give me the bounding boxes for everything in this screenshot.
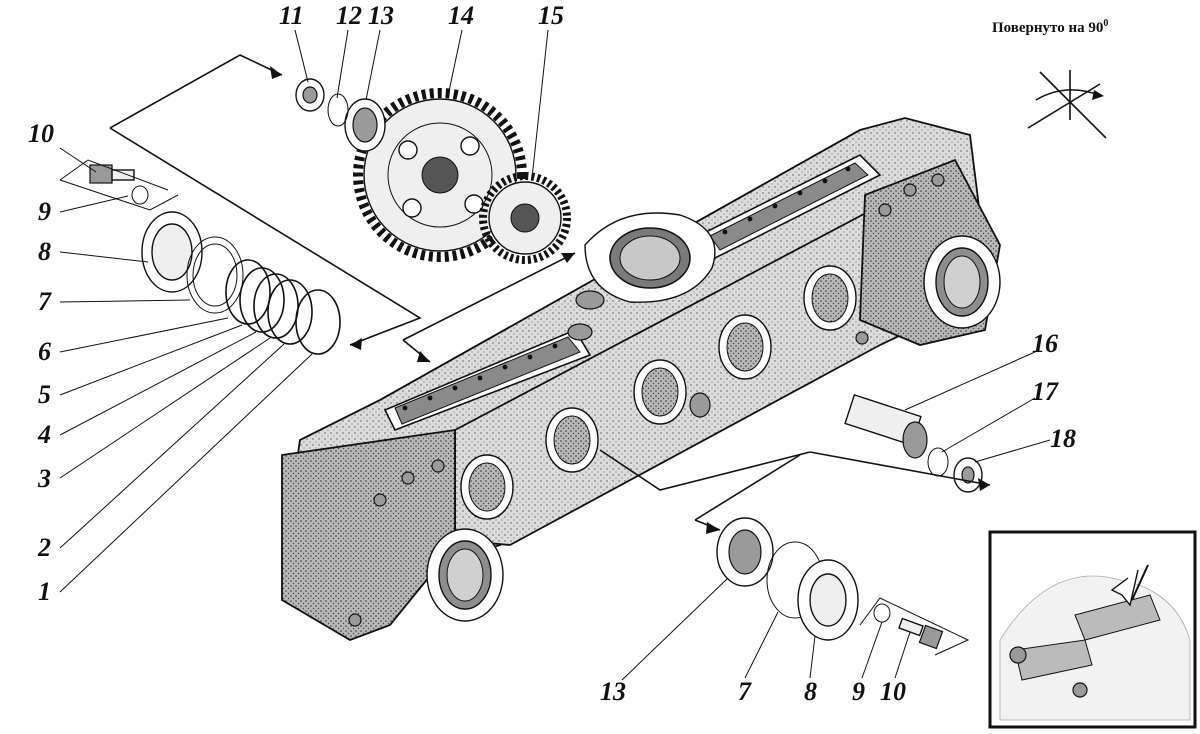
nut-11 bbox=[295, 78, 325, 112]
callout-17: 17 bbox=[1032, 377, 1059, 406]
top-cover-opening-left bbox=[383, 328, 592, 432]
gear-14 bbox=[353, 88, 527, 262]
bearing-13-bottom bbox=[716, 517, 774, 587]
callout-3: 3 bbox=[37, 464, 51, 493]
callout-4: 4 bbox=[37, 420, 51, 449]
cover-8-left bbox=[141, 211, 203, 293]
circlip-17 bbox=[927, 447, 949, 477]
right-axle-bore bbox=[923, 235, 1001, 329]
washer-9-bottom bbox=[873, 603, 891, 623]
seal-pack-1-6 bbox=[225, 259, 341, 355]
rotation-note: Повернуто на 900 bbox=[992, 18, 1108, 37]
callout-6: 6 bbox=[38, 337, 51, 366]
plug-hole bbox=[567, 323, 593, 341]
callout-12: 12 bbox=[336, 1, 362, 30]
gear-15 bbox=[479, 172, 571, 264]
callout-11: 11 bbox=[279, 1, 304, 30]
callout-13-bottom: 13 bbox=[600, 677, 626, 706]
callout-labels: 11 12 13 14 15 10 9 8 7 6 5 4 3 2 1 16 1… bbox=[28, 1, 1076, 706]
bolt-10-left bbox=[89, 164, 149, 205]
side-bearing-bores bbox=[460, 265, 857, 520]
callout-7-bottom: 7 bbox=[738, 677, 752, 706]
callout-9-bottom: 9 bbox=[852, 677, 865, 706]
callout-8-bottom: 8 bbox=[804, 677, 817, 706]
left-axle-bore bbox=[426, 528, 504, 622]
callout-10: 10 bbox=[28, 119, 54, 148]
callout-13: 13 bbox=[368, 1, 394, 30]
callout-1: 1 bbox=[38, 577, 51, 606]
callout-14: 14 bbox=[448, 1, 474, 30]
callout-18: 18 bbox=[1050, 424, 1076, 453]
callout-15: 15 bbox=[538, 1, 564, 30]
inset-locator-view bbox=[988, 530, 1197, 729]
rotation-symbol bbox=[1027, 70, 1107, 139]
callout-5: 5 bbox=[38, 380, 51, 409]
callout-2: 2 bbox=[37, 533, 51, 562]
callout-7: 7 bbox=[38, 287, 52, 316]
gearbox-housing bbox=[281, 117, 1001, 641]
callout-10-bottom: 10 bbox=[880, 677, 906, 706]
leader-lines bbox=[59, 29, 1051, 681]
top-flange bbox=[584, 212, 716, 303]
rotation-note-text: Повернуто на 90 bbox=[992, 20, 1104, 36]
top-cover-opening-right bbox=[698, 154, 882, 260]
retainer-ring-12 bbox=[327, 93, 349, 127]
callout-9: 9 bbox=[38, 197, 51, 226]
callout-8: 8 bbox=[38, 237, 51, 266]
shaft-16 bbox=[844, 394, 928, 459]
bolt-10-bottom bbox=[898, 617, 944, 650]
plug-hole bbox=[575, 290, 605, 310]
cover-8-bottom bbox=[797, 559, 859, 641]
body-bolt-holes bbox=[348, 173, 945, 627]
callout-16: 16 bbox=[1032, 329, 1058, 358]
rotation-note-degree: 0 bbox=[1103, 18, 1109, 29]
assembly-lines bbox=[59, 54, 991, 656]
bearing-13-top bbox=[344, 98, 386, 152]
washer-18 bbox=[953, 457, 983, 493]
gasket-7-left bbox=[186, 236, 244, 314]
